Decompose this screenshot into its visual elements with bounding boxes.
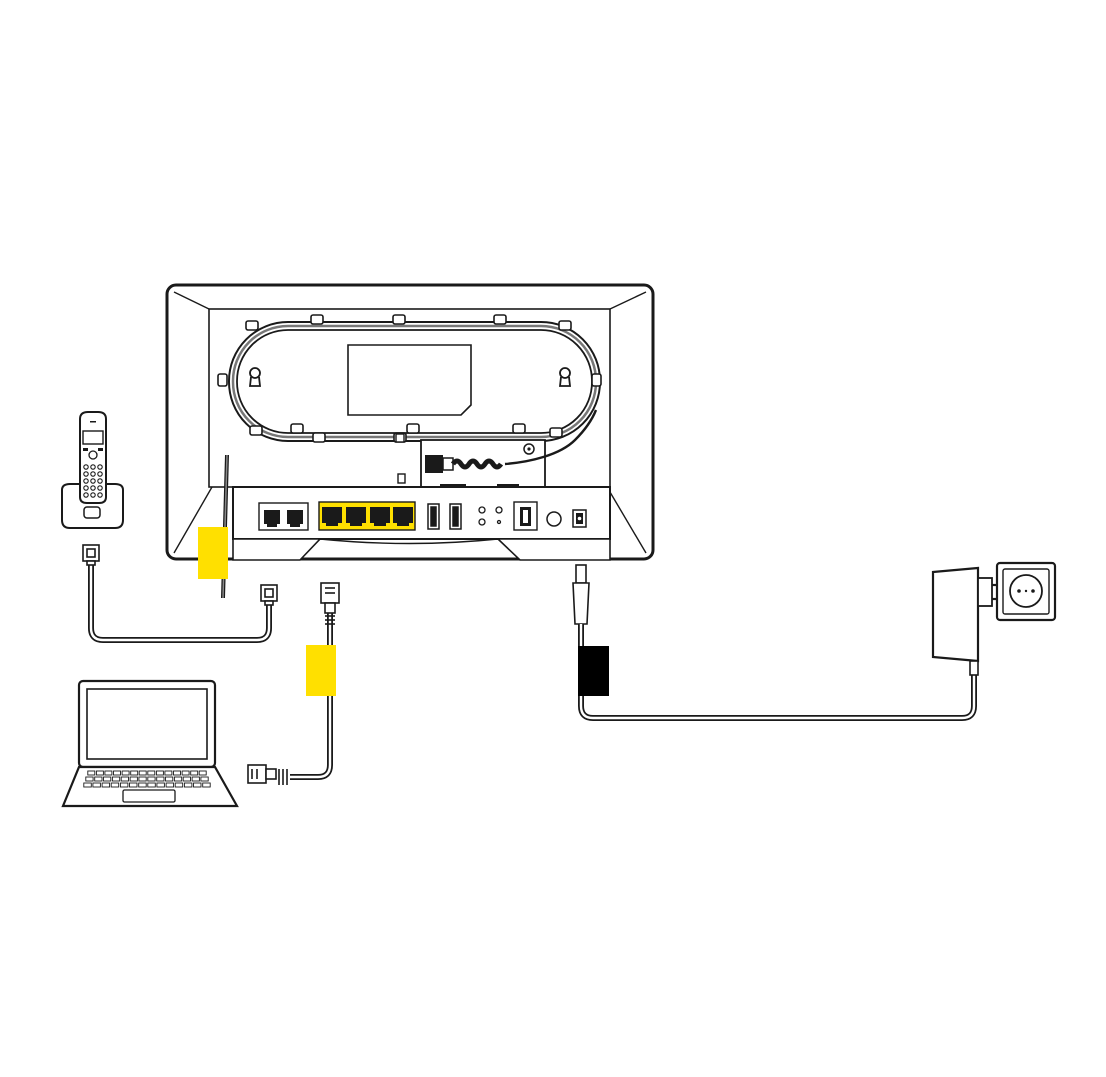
keyboard-key: [166, 777, 173, 781]
keyboard-key: [130, 783, 138, 787]
label-plate: [348, 345, 471, 415]
keyboard-key: [102, 783, 110, 787]
power-adapter-icon: [933, 568, 1003, 675]
keyboard-key: [139, 777, 146, 781]
keyboard-key: [130, 777, 137, 781]
cable-tag-phone: [198, 527, 228, 579]
keyboard-key: [139, 783, 147, 787]
keyboard-key: [148, 783, 156, 787]
keyboard-key: [165, 771, 172, 775]
keyboard-key: [84, 783, 92, 787]
router-power-port: [573, 510, 586, 527]
dc-barrel-plug-icon: [573, 565, 589, 624]
keyboard-key: [201, 777, 208, 781]
wall-socket-icon: [997, 563, 1055, 620]
router-line-socket: [514, 502, 537, 530]
keyboard-key: [148, 777, 155, 781]
keyboard-key: [88, 771, 95, 775]
keyboard-key: [96, 771, 103, 775]
keyboard-key: [166, 783, 174, 787]
keyboard-key: [184, 783, 192, 787]
keyboard-key: [93, 783, 101, 787]
keyboard-key: [112, 777, 119, 781]
keyboard-key: [104, 777, 111, 781]
keyboard-key: [183, 777, 190, 781]
keyboard-key: [174, 777, 181, 781]
router-lan-ports: [319, 502, 415, 530]
power-cable: [573, 565, 974, 718]
cable-tag-power: [578, 646, 609, 696]
keyboard-key: [121, 777, 128, 781]
ethernet-cable: [248, 583, 339, 785]
keyboard-key: [111, 783, 119, 787]
router-back-panel-icon: [167, 285, 653, 560]
cable-tag-lan: [306, 645, 336, 696]
keyboard-key: [157, 777, 164, 781]
keyboard-key: [86, 777, 93, 781]
keyboard-key: [114, 771, 121, 775]
keyboard-key: [182, 771, 189, 775]
keyboard-key: [175, 783, 183, 787]
keyboard-key: [120, 783, 128, 787]
keyboard-key: [199, 771, 206, 775]
keyboard-key: [139, 771, 146, 775]
cordless-phone-icon: [62, 412, 123, 528]
rj45-plug-icon: [248, 765, 287, 785]
laptop-icon: [63, 681, 237, 806]
keyboard-key: [105, 771, 112, 775]
keyboard-key: [156, 771, 163, 775]
keyboard-key: [174, 771, 181, 775]
keyboard-key: [203, 783, 211, 787]
keyboard-key: [194, 783, 202, 787]
keyboard-key: [95, 777, 102, 781]
router-wps-button: [547, 512, 561, 526]
keyboard-key: [157, 783, 165, 787]
keyboard-key: [192, 777, 199, 781]
keyboard-key: [191, 771, 198, 775]
keyboard-key: [148, 771, 155, 775]
keyboard-key: [131, 771, 138, 775]
keyboard-key: [122, 771, 129, 775]
router-phone-ports: [259, 503, 308, 530]
